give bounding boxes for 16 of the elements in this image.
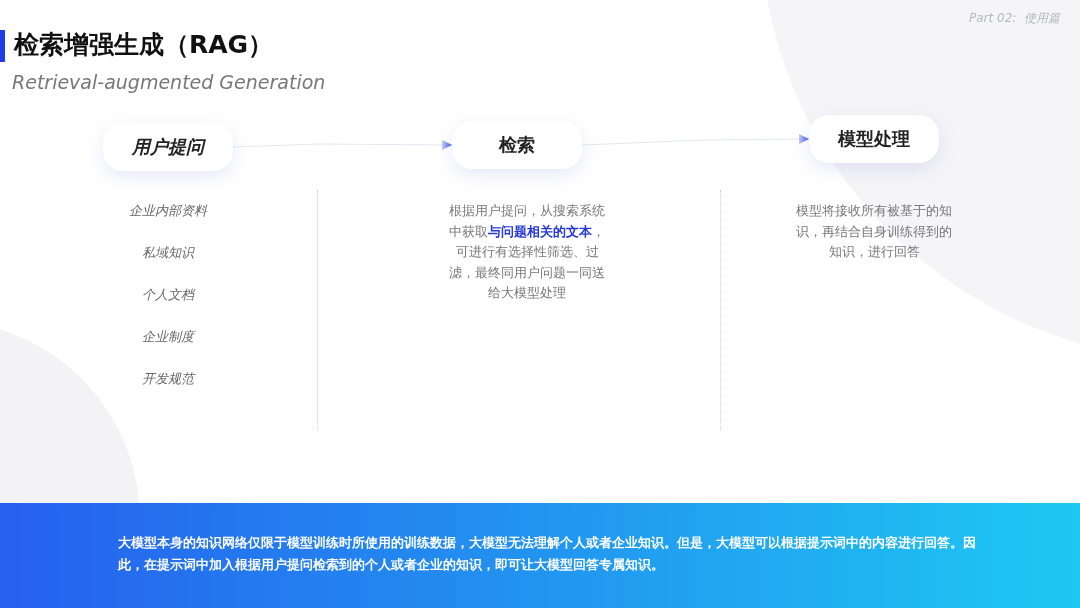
- arrow: [232, 139, 453, 150]
- step-pill: 检索: [452, 121, 582, 169]
- subtitle: Retrieval-augmented Generation: [12, 71, 326, 93]
- step-pill: 用户提问: [103, 123, 233, 171]
- step-description: 根据用户提问，从搜索系统中获取与问题相关的文本，可进行有选择性筛选、过滤，最终同用户问题一同送给大模型处理: [448, 202, 606, 302]
- arrow: [581, 134, 810, 146]
- summary-text: 大模型本身的知识网络仅限于模型训练时所使用的训练数据，大模型无法理解个人或者企业知识。但是，大模型可以根据提示词中的内容进行回答。因此，在提示词中加入根据用户提问检索到的个人或者企业的知识，即可让大模型回答专属知识。: [118, 534, 977, 574]
- source-item: 企业制度: [141, 328, 197, 346]
- section-label: Part 02: 使用篇: [969, 10, 1060, 27]
- source-item: 开发规范: [141, 370, 197, 388]
- step-description: 模型将接收所有被基于的知识，再结合自身训练得到的知识，进行回答: [795, 202, 953, 261]
- title: 检索增强生成（RAG）: [14, 29, 274, 61]
- source-item: 个人文档: [141, 286, 197, 304]
- source-item: 企业内部资料: [128, 202, 209, 220]
- source-item: 私域知识: [141, 244, 196, 262]
- step-pill: 模型处理: [809, 115, 939, 163]
